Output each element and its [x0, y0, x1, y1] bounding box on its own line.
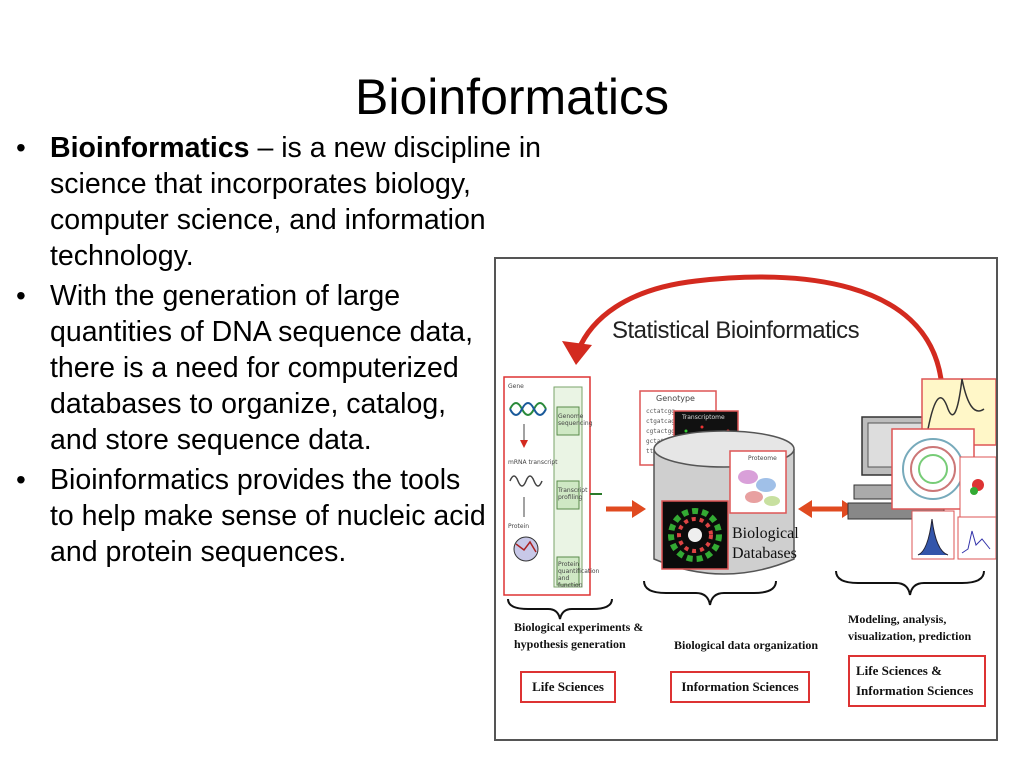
bullet-bold-term: Bioinformatics — [50, 132, 250, 164]
information-sciences-box: Information Sciences — [670, 671, 810, 703]
cycle-arrow-head — [562, 341, 592, 365]
svg-text:cgtactgg: cgtactgg — [646, 428, 675, 435]
caption-experiments: Biological experiments & hypothesis gene… — [514, 620, 644, 651]
protein-label: Protein — [508, 523, 530, 530]
genotype-label: Genotype — [656, 394, 695, 403]
bullet-glyph: • — [16, 132, 26, 163]
protein-structure-icon — [513, 536, 539, 562]
statistical-bioinformatics-banner: Statistical Bioinformatics — [612, 317, 860, 344]
db-label-line1: Biological — [732, 525, 799, 542]
bullet-text: Bioinformatics provides the tools to hel… — [50, 464, 486, 568]
transcriptome-label: Transcriptome — [682, 414, 725, 421]
life-sciences-box: Life Sciences — [520, 671, 616, 703]
bullet-glyph: • — [16, 280, 26, 311]
life-and-information-sciences-box: Life Sciences & Information Sciences — [848, 655, 986, 707]
step-genome-sequencing: Genome sequencing — [558, 413, 593, 427]
slide-title: Bioinformatics — [355, 69, 669, 125]
proteome-label: Proteome — [748, 455, 777, 462]
svg-text:cctatcgg: cctatcgg — [646, 408, 675, 415]
bullet-item: • Bioinformatics provides the tools to h… — [14, 462, 490, 570]
dna-helix-icon — [509, 402, 547, 416]
cycle-arrow — [575, 274, 944, 380]
bullet-text: – is a new discipline in science that in… — [50, 132, 542, 272]
box-right-line1: Life Sciences & — [856, 663, 942, 678]
brace-right — [835, 570, 985, 596]
caption-modeling: Modeling, analysis, visualization, predi… — [848, 612, 972, 643]
caption-data-organization: Biological data organization — [674, 638, 818, 652]
bullet-item: • With the generation of large quantitie… — [14, 278, 500, 458]
gene-label: Gene — [508, 383, 524, 390]
mrna-label: mRNA transcript — [508, 459, 558, 466]
bullet-item: • Bioinformatics – is a new discipline i… — [14, 130, 555, 274]
bullet-list: • Bioinformatics – is a new discipline i… — [14, 130, 544, 574]
step-protein-quantification: Protein quantification and function — [558, 561, 599, 589]
box-right-line2: Information Sciences — [856, 683, 974, 698]
bullet-text: With the generation of large quantities … — [50, 280, 474, 456]
brace-left — [507, 598, 613, 620]
line-plot-image — [957, 516, 996, 560]
brace-middle — [643, 580, 777, 606]
svg-text:ctgatcag: ctgatcag — [646, 418, 675, 425]
step-transcript-profiling: Transcript profiling — [558, 487, 588, 501]
bullet-glyph: • — [16, 464, 26, 495]
db-label-line2: Databases — [732, 545, 797, 562]
mrna-wave-icon — [509, 475, 543, 487]
